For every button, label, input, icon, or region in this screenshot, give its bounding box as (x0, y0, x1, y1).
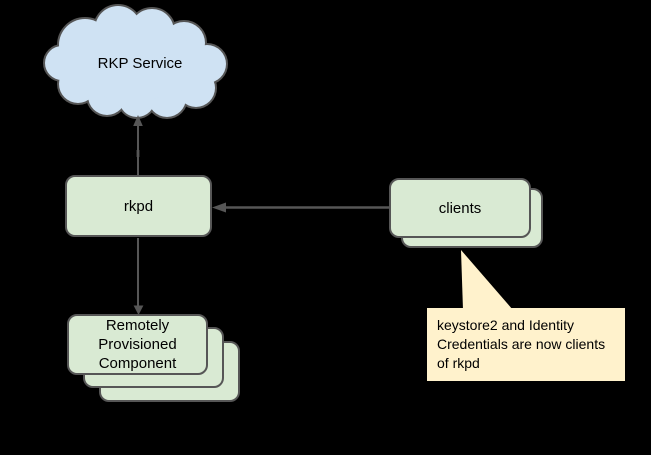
rkp-service-label: RKP Service (97, 54, 183, 72)
clients-label: clients (438, 199, 482, 217)
edge-clients-to-rkpd (212, 202, 389, 213)
rkp-service-cloud-fill (45, 6, 226, 117)
rkpd-box: rkpd (65, 175, 212, 237)
edge-rkpd-to-rkp-service (133, 115, 143, 175)
callout: keystore2 and Identity Credentials are n… (427, 308, 625, 381)
callout-tail (461, 250, 513, 310)
clients-box: clients (389, 178, 531, 238)
rpc-box: Remotely Provisioned Component (67, 314, 208, 375)
rkpd-label: rkpd (123, 197, 154, 215)
callout-text: keystore2 and Identity Credentials are n… (437, 317, 606, 371)
rpc-label: Remotely Provisioned Component (98, 317, 177, 372)
edge-rkpd-to-rpc (133, 238, 144, 315)
